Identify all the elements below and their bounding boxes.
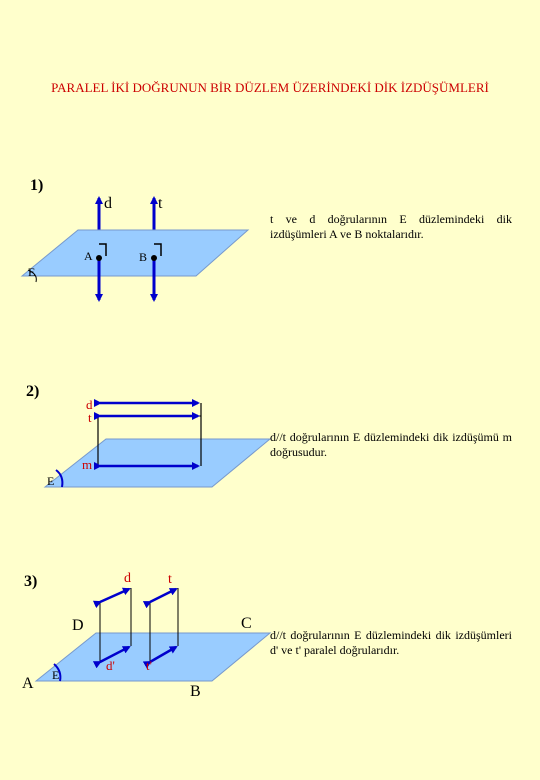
plane-e-1 bbox=[20, 229, 250, 277]
label-point-b: B bbox=[139, 250, 147, 264]
label-point-a: A bbox=[84, 249, 93, 263]
label-t-1: t bbox=[158, 195, 163, 212]
label-t-2: t bbox=[88, 410, 92, 425]
label-d-3: d bbox=[124, 571, 131, 586]
description-3: d//t doğrularının E düzlemindeki dik izd… bbox=[270, 628, 512, 657]
line-t-prime bbox=[142, 645, 178, 669]
label-d-prime: d' bbox=[106, 658, 115, 673]
label-t-prime: t' bbox=[146, 658, 152, 673]
right-angle-mark-a bbox=[99, 243, 107, 256]
label-plane-e-3: E bbox=[52, 668, 59, 682]
plane-e-2 bbox=[43, 438, 272, 488]
line-d-3 bbox=[92, 587, 131, 609]
section-1: 1) d t A B E bbox=[20, 177, 250, 302]
line-t-3 bbox=[142, 587, 178, 609]
right-angle-mark-b bbox=[154, 243, 162, 256]
point-a-dot bbox=[96, 255, 102, 261]
section-1-number: 1) bbox=[30, 177, 43, 194]
plane-angle-mark-3 bbox=[53, 663, 62, 682]
label-m: m bbox=[82, 457, 92, 472]
section-2: 2) d t m E bbox=[26, 383, 272, 488]
label-corner-d: D bbox=[72, 617, 84, 634]
label-corner-a: A bbox=[22, 675, 34, 692]
label-plane-e-2: E bbox=[47, 474, 54, 488]
section-2-number: 2) bbox=[26, 383, 39, 400]
description-1: t ve d doğrularının E düzlemindeki dik i… bbox=[270, 212, 512, 241]
line-d-prime bbox=[92, 645, 131, 669]
label-corner-b: B bbox=[190, 683, 201, 700]
section-3: 3) d t d' t' A B C D E bbox=[22, 571, 272, 700]
description-2: d//t doğrularının E düzlemindeki dik izd… bbox=[270, 430, 512, 459]
label-t-3: t bbox=[168, 572, 172, 587]
plane-angle-mark-1 bbox=[27, 269, 37, 283]
label-d-1: d bbox=[104, 195, 112, 212]
section-3-number: 3) bbox=[24, 573, 37, 590]
label-corner-c: C bbox=[241, 615, 252, 632]
label-d-2: d bbox=[86, 397, 93, 412]
page-title: PARALEL İKİ DOĞRUNUN BİR DÜZLEM ÜZERİNDE… bbox=[51, 80, 489, 95]
point-b-dot bbox=[151, 255, 157, 261]
plane-angle-mark-2 bbox=[55, 469, 64, 488]
label-plane-e-1: E bbox=[28, 265, 35, 279]
plane-e-3 bbox=[34, 632, 272, 682]
